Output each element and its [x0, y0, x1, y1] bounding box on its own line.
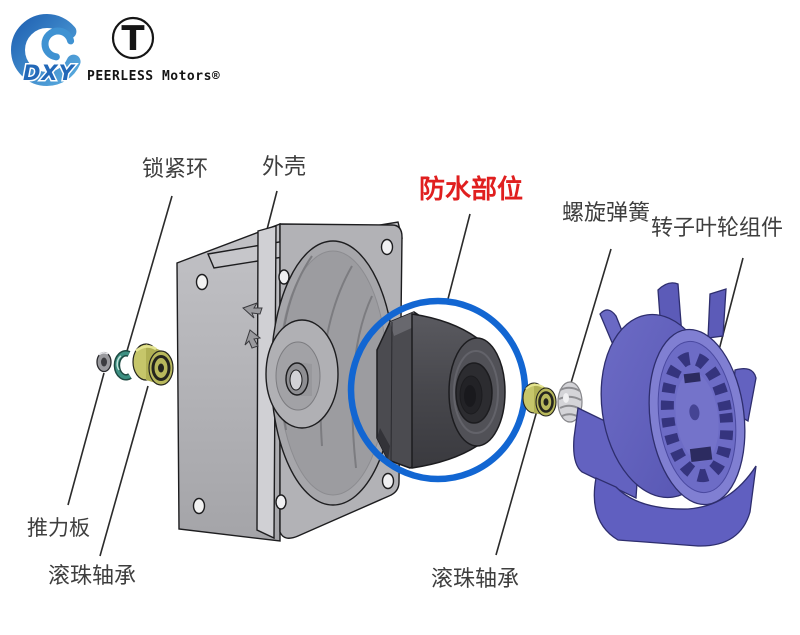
label-coil-spring: 螺旋弹簧	[562, 201, 651, 226]
dxy-logo-text: DXY	[23, 61, 76, 85]
label-ball-bearing-center: 滚珠轴承	[431, 567, 520, 592]
coil-spring-graphic	[557, 381, 583, 423]
ball-bearing-center-graphic	[522, 382, 557, 417]
label-lock-ring: 锁紧环	[142, 157, 209, 182]
waterproof-bushing-graphic	[376, 311, 506, 469]
label-housing: 外壳	[262, 155, 307, 180]
leader-lines	[67, 190, 744, 557]
t-logo-letter: T	[121, 19, 145, 59]
t-logo: T	[111, 16, 155, 60]
label-waterproof-area: 防水部位	[419, 175, 524, 205]
leader-line-thrust-plate	[67, 372, 105, 506]
thrust-plate-graphic	[96, 351, 112, 373]
lock-ring-graphic	[113, 350, 132, 381]
motors-wordmark: PEERLESS Motors®	[87, 69, 220, 84]
ball-bearing-left-graphic	[132, 343, 174, 386]
label-ball-bearing-left: 滚珠轴承	[48, 564, 137, 589]
fan-housing-graphic	[176, 221, 403, 542]
leader-line-bearing-left	[99, 385, 149, 557]
dxy-logo: DXY	[11, 14, 83, 87]
leader-line-lock-ring	[126, 195, 173, 352]
label-rotor-impeller-assembly: 转子叶轮组件	[651, 216, 784, 241]
label-thrust-plate: 推力板	[27, 516, 90, 540]
leader-line-waterproof	[447, 213, 471, 300]
rotor-impeller-graphic	[573, 282, 757, 547]
leader-line-coil-spring	[567, 248, 612, 394]
leader-line-bearing-center	[495, 406, 539, 556]
